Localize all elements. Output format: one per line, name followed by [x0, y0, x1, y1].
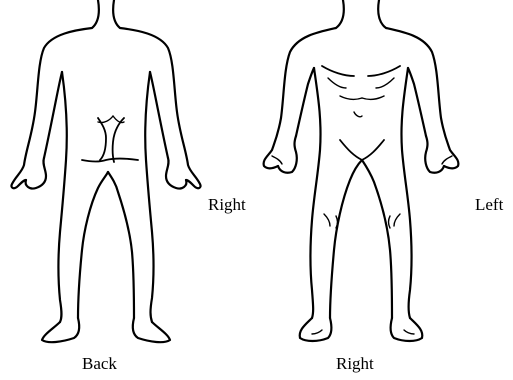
label-back: Back [82, 355, 117, 372]
label-right-bottom: Right [336, 355, 374, 372]
label-left-side: Left [475, 196, 503, 213]
back-view-figure [11, 0, 200, 342]
front-view-figure [264, 0, 459, 341]
label-right-side: Right [208, 196, 246, 213]
